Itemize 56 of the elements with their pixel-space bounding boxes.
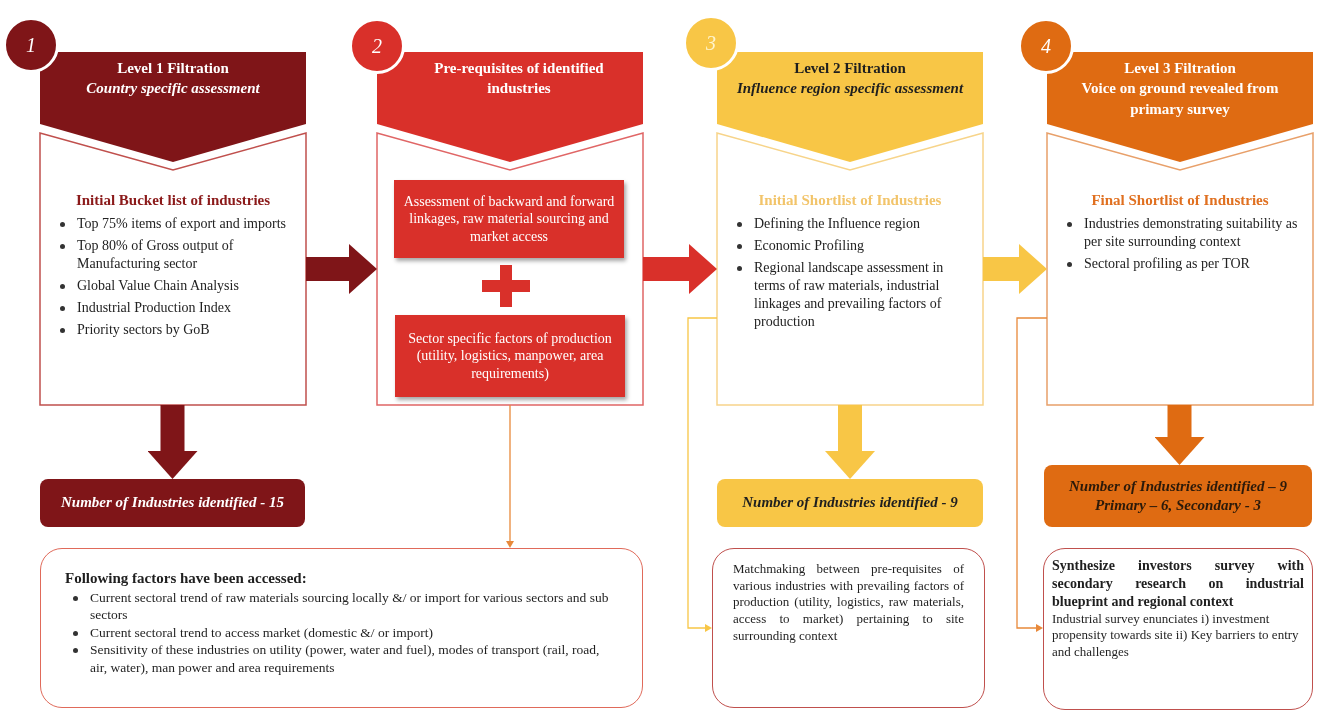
result-text: Primary – 6, Secondary - 3 bbox=[1095, 496, 1261, 515]
content-panel bbox=[1047, 133, 1313, 405]
summary-text: Synthesize investors survey with secondary research on industrial blueprint and regional context bbox=[1052, 557, 1304, 611]
connector-arrow bbox=[1016, 317, 1048, 632]
result-text: Number of Industries identified - 9 bbox=[742, 493, 958, 513]
header-text: Country specific assessment bbox=[86, 79, 260, 99]
bullet-item: Industries demonstrating suitability as per site surrounding context bbox=[1084, 214, 1299, 251]
result-text: Number of Industries identified – 9 bbox=[1069, 476, 1287, 496]
header-text: Pre-requisites of identified industries bbox=[433, 59, 605, 99]
header-text: Level 3 Filtration bbox=[1124, 59, 1236, 78]
list-heading: Initial Bucket list of industries bbox=[74, 191, 272, 210]
list-heading: Final Shortlist of Industries bbox=[1090, 191, 1270, 210]
bullet-item: Defining the Influence region bbox=[754, 214, 920, 233]
header-text: Level 2 Filtration bbox=[794, 59, 906, 78]
bullet-item: Priority sectors by GoB bbox=[77, 321, 210, 340]
chevron-header bbox=[1047, 52, 1313, 162]
result-box bbox=[717, 479, 983, 527]
block-arrow bbox=[147, 405, 198, 479]
bullet-item: Industrial Production Index bbox=[77, 299, 231, 318]
summary-box bbox=[1043, 548, 1313, 710]
result-box bbox=[40, 479, 305, 527]
bullet-item: Top 80% of Gross output of Manufacturing sector bbox=[77, 236, 235, 273]
block-arrow bbox=[643, 244, 717, 294]
summary-text: Matchmaking between pre-requisites of various industries with prevailing factors of production (utility, logistics, raw materials, access to market) pertaining to site surrounding context bbox=[733, 561, 964, 645]
bullet-item: Regional landscape assessment in terms of raw materials, industrial linkages and prevailing factors of production bbox=[754, 258, 945, 332]
header-text: Voice on ground revealed from primary survey bbox=[1080, 79, 1280, 119]
result-text: Number of Industries identified - 15 bbox=[61, 493, 284, 513]
header-text: Influence region specific assessment bbox=[736, 79, 964, 99]
block-arrow bbox=[825, 405, 875, 479]
bullet-item: Global Value Chain Analysis bbox=[77, 277, 239, 296]
bullet-item: Sectoral profiling as per TOR bbox=[1084, 254, 1250, 273]
bullet-item: Current sectoral trend of raw materials sourcing locally &/ or import for various sectors and sub sectors bbox=[90, 588, 610, 624]
factor-box: Assessment of backward and forward linkages, raw material sourcing and market access bbox=[394, 180, 624, 258]
connector-arrow bbox=[506, 404, 514, 548]
block-arrow bbox=[306, 244, 377, 294]
chevron-header bbox=[377, 52, 643, 162]
bullet-item: Current sectoral trend to access market (domestic &/ or import) bbox=[90, 623, 433, 642]
summary-box bbox=[712, 548, 985, 708]
bullet-item: Sensitivity of these industries on utility (power, water and fuel), modes of transport (rail, road, air, water), man power and area requirements bbox=[90, 641, 601, 677]
list-heading: Initial Shortlist of Industries bbox=[757, 191, 943, 210]
block-arrow bbox=[983, 244, 1047, 294]
summary-text: Industrial survey enunciates i) investment propensity towards site ii) Key barriers to entry and challenges bbox=[1052, 610, 1300, 661]
chevron-header bbox=[717, 52, 983, 162]
content-panel bbox=[40, 133, 306, 405]
bullet-item: Economic Profiling bbox=[754, 236, 865, 255]
connector-arrow bbox=[687, 317, 718, 632]
header-text: Level 1 Filtration bbox=[117, 59, 229, 78]
list-heading: Following factors have been accessed: bbox=[65, 569, 308, 588]
block-arrow bbox=[1154, 405, 1205, 465]
content-panel bbox=[717, 133, 983, 405]
chevron-header bbox=[40, 52, 306, 162]
bullet-item: Top 75% items of export and imports bbox=[77, 214, 286, 233]
content-panel bbox=[377, 133, 643, 405]
summary-box bbox=[40, 548, 643, 708]
factor-box: Sector specific factors of production (utility, logistics, manpower, area requirements) bbox=[395, 315, 625, 397]
result-box bbox=[1044, 465, 1312, 527]
